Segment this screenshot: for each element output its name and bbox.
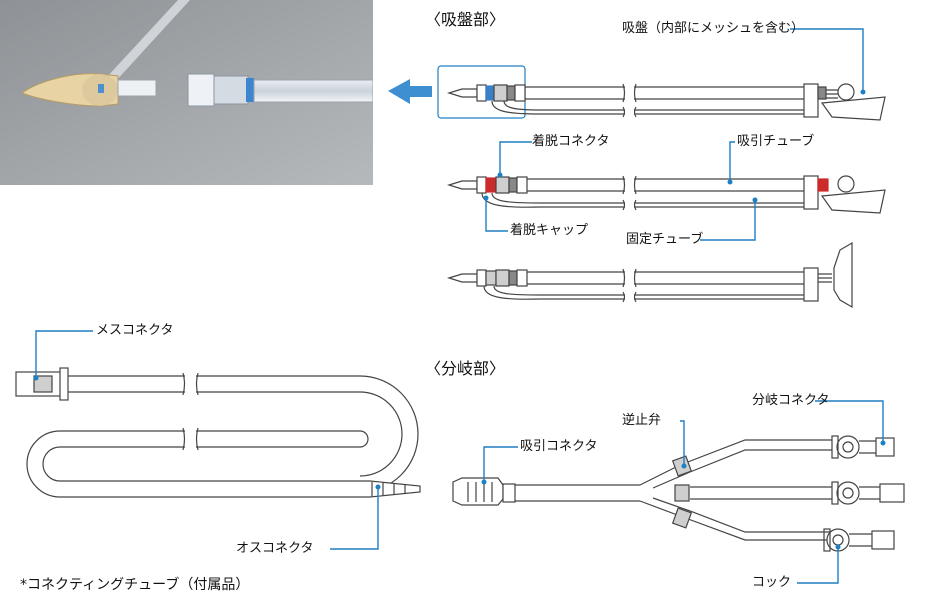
leader-lines <box>35 28 884 584</box>
label-suction-cup: 吸盤（内部にメッシュを含む） <box>622 21 805 36</box>
label-suction-tube: 吸引チューブ <box>737 134 815 149</box>
leader-dots <box>33 89 886 550</box>
footnote-connecting-tube: *コネクティングチューブ（付属品） <box>20 577 250 593</box>
label-fixing-tube: 固定チューブ <box>626 232 704 247</box>
label-branch-connector: 分岐コネクタ <box>752 393 830 408</box>
label-check-valve: 逆止弁 <box>622 413 662 428</box>
suction-unit-3 <box>446 241 853 309</box>
label-cock: コック <box>752 575 792 590</box>
tip-photo <box>0 0 373 185</box>
label-detach-connector: 着脱コネクタ <box>532 134 610 149</box>
heading-branch-section: 〈分岐部〉 <box>425 359 506 378</box>
heading-suction-section: 〈吸盤部〉 <box>425 10 506 29</box>
label-suction-connector: 吸引コネクタ <box>520 439 598 454</box>
label-male-connector: オスコネクタ <box>236 541 314 556</box>
label-detach-cap: 着脱キャップ <box>510 223 589 238</box>
suction-unit-2 <box>446 175 886 214</box>
label-female-connector: メスコネクタ <box>96 323 174 338</box>
connecting-tube <box>15 367 421 498</box>
suction-unit-1 <box>446 83 886 121</box>
arrow-left-icon <box>388 79 432 104</box>
branch-assembly <box>452 435 905 552</box>
